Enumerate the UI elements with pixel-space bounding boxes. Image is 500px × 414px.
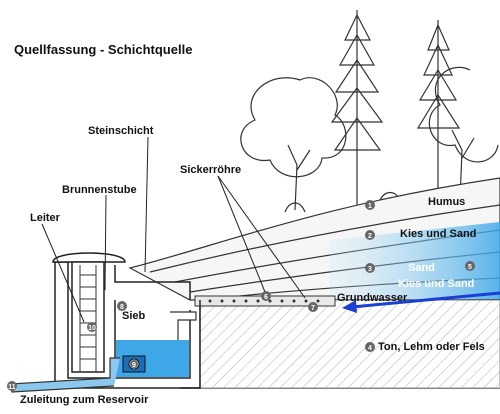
- marker-1: 1: [365, 200, 375, 210]
- marker-7: 7: [308, 302, 318, 312]
- marker-4-text: 4: [368, 345, 372, 352]
- inlet-pipe: [170, 311, 197, 340]
- ladder: [79, 265, 97, 372]
- label-kies-und-sand-2: Kies und Sand: [398, 278, 475, 290]
- marker-group: 1 2 3 4 5 6 7 8 9 10 11: [7, 200, 475, 391]
- leader-lines: [41, 136, 306, 323]
- marker-8: 8: [117, 301, 127, 311]
- marker-8-text: 8: [120, 304, 124, 311]
- marker-9: 9: [130, 360, 138, 369]
- marker-6: 6: [261, 291, 271, 301]
- diagram-title: Quellfassung - Schichtquelle: [14, 42, 193, 57]
- label-humus: Humus: [428, 196, 466, 208]
- marker-2-text: 2: [368, 233, 372, 240]
- marker-11: 11: [7, 381, 17, 391]
- label-sieb: Sieb: [122, 310, 146, 322]
- tree-illustration: [240, 10, 499, 213]
- groundwater-arrow: [342, 291, 500, 313]
- label-sickerroehre: Sickerröhre: [180, 164, 242, 176]
- marker-1-text: 1: [368, 203, 372, 210]
- marker-10: 10: [87, 322, 97, 332]
- label-leiter: Leiter: [30, 212, 60, 224]
- marker-5-text: 5: [468, 264, 472, 271]
- label-brunnenstube: Brunnenstube: [62, 184, 137, 196]
- marker-10-text: 10: [88, 325, 96, 332]
- marker-3: 3: [365, 263, 375, 273]
- marker-4: 4: [365, 342, 375, 352]
- label-ton-lehm-fels: Ton, Lehm oder Fels: [378, 341, 485, 353]
- outlet-pipe: [9, 357, 120, 393]
- label-sand: Sand: [408, 262, 435, 274]
- marker-6-text: 6: [264, 294, 268, 301]
- label-steinschicht: Steinschicht: [88, 125, 154, 137]
- marker-5: 5: [465, 261, 475, 271]
- marker-7-text: 7: [311, 305, 315, 312]
- label-grundwasser: Grundwasser: [337, 292, 408, 304]
- groundwater-zone: [330, 222, 500, 300]
- label-zuleitung: Zuleitung zum Reservoir: [20, 394, 149, 406]
- marker-9-text: 9: [132, 362, 136, 369]
- marker-3-text: 3: [368, 266, 372, 273]
- marker-2: 2: [365, 230, 375, 240]
- label-kies-und-sand-1: Kies und Sand: [400, 228, 477, 240]
- marker-11-text: 11: [8, 384, 16, 391]
